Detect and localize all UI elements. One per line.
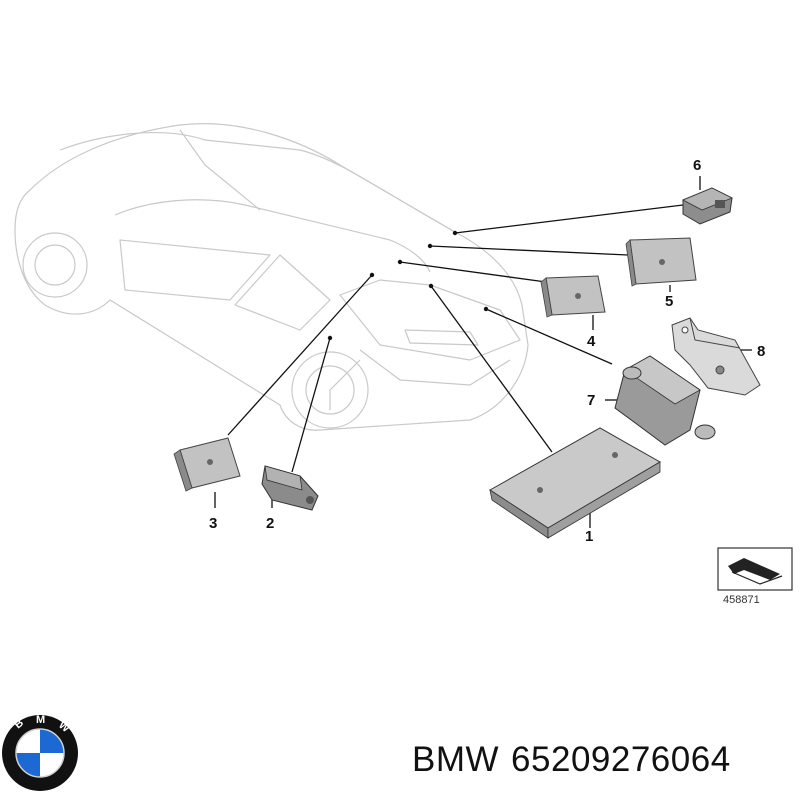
callout-6: 6	[693, 157, 701, 174]
part-5-module	[625, 237, 697, 287]
part-1-control-unit	[489, 427, 661, 539]
callout-5: 5	[665, 293, 673, 310]
part-3-module	[173, 437, 241, 492]
reference-number: 458871	[723, 594, 760, 606]
part-6-connector	[682, 187, 733, 225]
arrow-icon	[728, 558, 780, 580]
callout-8: 8	[757, 343, 765, 360]
callout-1: 1	[585, 528, 593, 545]
part-8-bracket	[671, 317, 761, 396]
brand-label: BMW	[412, 740, 500, 779]
callout-3: 3	[209, 515, 217, 532]
car-outline	[14, 123, 529, 431]
part-4-module	[540, 275, 606, 318]
callout-7: 7	[587, 392, 595, 409]
part-7-module	[614, 355, 716, 446]
part-caption: BMW 65209276064	[412, 740, 743, 780]
bmw-logo: B M W	[2, 714, 78, 791]
callout-4: 4	[587, 333, 596, 350]
reference-box: 458871	[717, 547, 793, 606]
leader-endpoints	[327, 230, 489, 341]
callout-2: 2	[266, 515, 274, 532]
part-2-module	[261, 465, 319, 511]
svg-text:M: M	[36, 714, 45, 726]
part-number: 65209276064	[511, 740, 731, 779]
